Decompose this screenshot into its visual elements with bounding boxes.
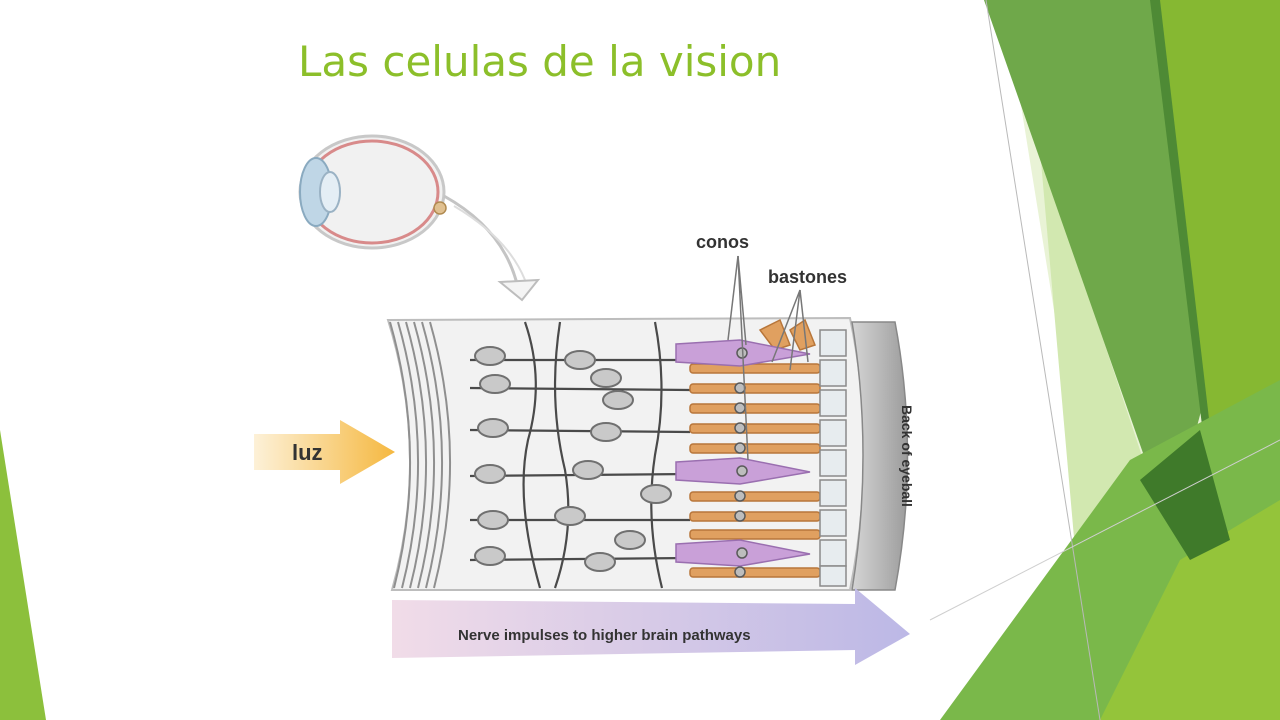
light-arrow-icon [254,420,395,484]
green-shape-deep [1140,430,1230,560]
green-shape-left [0,430,46,720]
back-of-eyeball-label: Back of eyeball [899,405,915,507]
photoreceptor-nuclei [734,347,748,578]
back-of-eyeball-band [851,321,909,591]
nerve-arrow-icon [392,588,910,665]
light-label: luz [292,440,323,465]
nerve-label: Nerve impulses to higher brain pathways [458,627,751,644]
rods-label: bastones [768,267,847,287]
nerve-fiber-layer [389,321,452,589]
green-thin-line-1 [985,0,1101,720]
rod-cells [689,318,821,578]
zoom-arrow-icon [443,194,541,302]
green-shape-bright-3 [1100,500,1280,720]
cones-label: conos [696,232,749,252]
green-shape-bright-1 [1160,0,1280,470]
ganglion-bipolar-cells [474,346,672,572]
eye-icon [298,134,447,250]
pigment-epithelium [819,329,847,587]
label-pointer-lines [727,255,809,461]
slide-title: Las celulas de la vision [298,37,782,86]
green-thin-line-2 [929,439,1280,621]
